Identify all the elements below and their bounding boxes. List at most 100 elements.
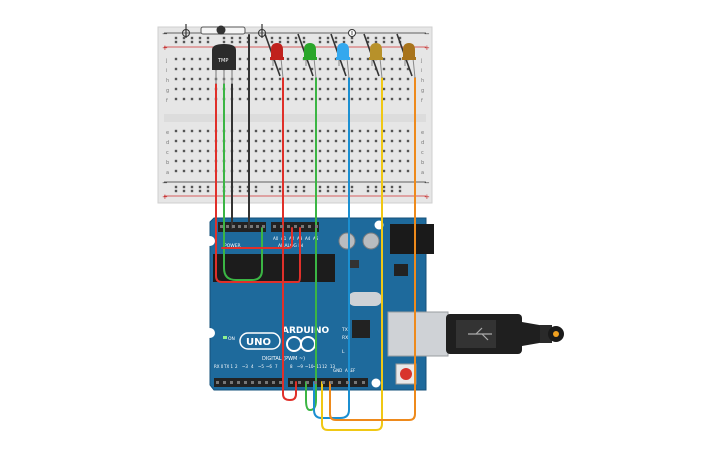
rail-hole[interactable] xyxy=(326,185,330,189)
breadboard-hole[interactable] xyxy=(390,57,394,61)
rail-hole[interactable] xyxy=(382,36,386,40)
breadboard-hole[interactable] xyxy=(182,57,186,61)
breadboard-hole[interactable] xyxy=(254,87,258,91)
rail-hole[interactable] xyxy=(390,185,394,189)
breadboard-hole[interactable] xyxy=(374,129,378,133)
breadboard-hole[interactable] xyxy=(406,87,410,91)
breadboard-hole[interactable] xyxy=(310,87,314,91)
breadboard-hole[interactable] xyxy=(406,67,410,71)
wire-green-led[interactable] xyxy=(305,77,317,411)
breadboard-hole[interactable] xyxy=(358,77,362,81)
led[interactable] xyxy=(396,33,416,79)
breadboard-hole[interactable] xyxy=(358,87,362,91)
breadboard-hole[interactable] xyxy=(198,97,202,101)
breadboard-hole[interactable] xyxy=(398,129,402,133)
rail-hole[interactable] xyxy=(342,40,346,44)
breadboard-hole[interactable] xyxy=(366,77,370,81)
breadboard-hole[interactable] xyxy=(350,149,354,153)
led[interactable] xyxy=(297,33,317,79)
breadboard-hole[interactable] xyxy=(270,169,274,173)
breadboard-hole[interactable] xyxy=(390,159,394,163)
breadboard-hole[interactable] xyxy=(302,67,306,71)
rail-hole[interactable] xyxy=(398,189,402,193)
breadboard-hole[interactable] xyxy=(174,67,178,71)
rail-hole[interactable] xyxy=(230,40,234,44)
rail-hole[interactable] xyxy=(238,185,242,189)
power-jack[interactable] xyxy=(390,224,434,254)
rail-hole[interactable] xyxy=(366,185,370,189)
breadboard-hole[interactable] xyxy=(350,57,354,61)
rail-hole[interactable] xyxy=(198,185,202,189)
rail-hole[interactable] xyxy=(390,36,394,40)
breadboard-hole[interactable] xyxy=(310,139,314,143)
rail-hole[interactable] xyxy=(382,40,386,44)
breadboard-hole[interactable] xyxy=(286,129,290,133)
breadboard-hole[interactable] xyxy=(254,159,258,163)
breadboard-hole[interactable] xyxy=(342,129,346,133)
rail-hole[interactable] xyxy=(278,189,282,193)
breadboard-hole[interactable] xyxy=(286,149,290,153)
breadboard-hole[interactable] xyxy=(310,149,314,153)
rail-hole[interactable] xyxy=(238,189,242,193)
rail-hole[interactable] xyxy=(206,36,210,40)
breadboard-hole[interactable] xyxy=(190,139,194,143)
breadboard-hole[interactable] xyxy=(366,169,370,173)
breadboard-hole[interactable] xyxy=(190,97,194,101)
breadboard-hole[interactable] xyxy=(294,159,298,163)
breadboard-hole[interactable] xyxy=(174,97,178,101)
rail-hole[interactable] xyxy=(286,189,290,193)
rail-hole[interactable] xyxy=(326,189,330,193)
rail-hole[interactable] xyxy=(374,40,378,44)
breadboard-hole[interactable] xyxy=(310,97,314,101)
breadboard-hole[interactable] xyxy=(342,159,346,163)
rail-hole[interactable] xyxy=(182,36,186,40)
breadboard-hole[interactable] xyxy=(382,129,386,133)
breadboard-hole[interactable] xyxy=(270,87,274,91)
breadboard-hole[interactable] xyxy=(198,159,202,163)
rail-hole[interactable] xyxy=(198,189,202,193)
breadboard-hole[interactable] xyxy=(206,97,210,101)
rail-hole[interactable] xyxy=(390,40,394,44)
breadboard-hole[interactable] xyxy=(198,139,202,143)
rail-hole[interactable] xyxy=(182,185,186,189)
breadboard-hole[interactable] xyxy=(302,139,306,143)
rail-hole[interactable] xyxy=(182,189,186,193)
breadboard-hole[interactable] xyxy=(366,87,370,91)
breadboard-hole[interactable] xyxy=(350,87,354,91)
breadboard-hole[interactable] xyxy=(270,159,274,163)
breadboard-hole[interactable] xyxy=(182,77,186,81)
breadboard-hole[interactable] xyxy=(238,87,242,91)
breadboard-hole[interactable] xyxy=(206,129,210,133)
breadboard-hole[interactable] xyxy=(278,149,282,153)
breadboard-hole[interactable] xyxy=(206,77,210,81)
breadboard-hole[interactable] xyxy=(206,159,210,163)
rail-hole[interactable] xyxy=(374,36,378,40)
breadboard-hole[interactable] xyxy=(262,139,266,143)
breadboard-hole[interactable] xyxy=(374,87,378,91)
breadboard-hole[interactable] xyxy=(390,97,394,101)
rail-hole[interactable] xyxy=(182,40,186,44)
breadboard-hole[interactable] xyxy=(326,57,330,61)
breadboard-hole[interactable] xyxy=(358,139,362,143)
rail-hole[interactable] xyxy=(190,185,194,189)
breadboard-hole[interactable] xyxy=(406,77,410,81)
breadboard-hole[interactable] xyxy=(262,129,266,133)
breadboard-hole[interactable] xyxy=(262,149,266,153)
rail-hole[interactable] xyxy=(278,185,282,189)
breadboard-hole[interactable] xyxy=(190,87,194,91)
breadboard-hole[interactable] xyxy=(302,159,306,163)
breadboard-hole[interactable] xyxy=(270,139,274,143)
breadboard-hole[interactable] xyxy=(254,139,258,143)
rail-hole[interactable] xyxy=(190,189,194,193)
breadboard-hole[interactable] xyxy=(318,87,322,91)
breadboard-hole[interactable] xyxy=(334,149,338,153)
breadboard-hole[interactable] xyxy=(390,77,394,81)
breadboard-hole[interactable] xyxy=(198,57,202,61)
breadboard-hole[interactable] xyxy=(390,67,394,71)
usb-port[interactable] xyxy=(387,311,449,357)
rail-hole[interactable] xyxy=(366,40,370,44)
led[interactable] xyxy=(363,33,383,79)
breadboard-hole[interactable] xyxy=(190,159,194,163)
breadboard-hole[interactable] xyxy=(206,87,210,91)
